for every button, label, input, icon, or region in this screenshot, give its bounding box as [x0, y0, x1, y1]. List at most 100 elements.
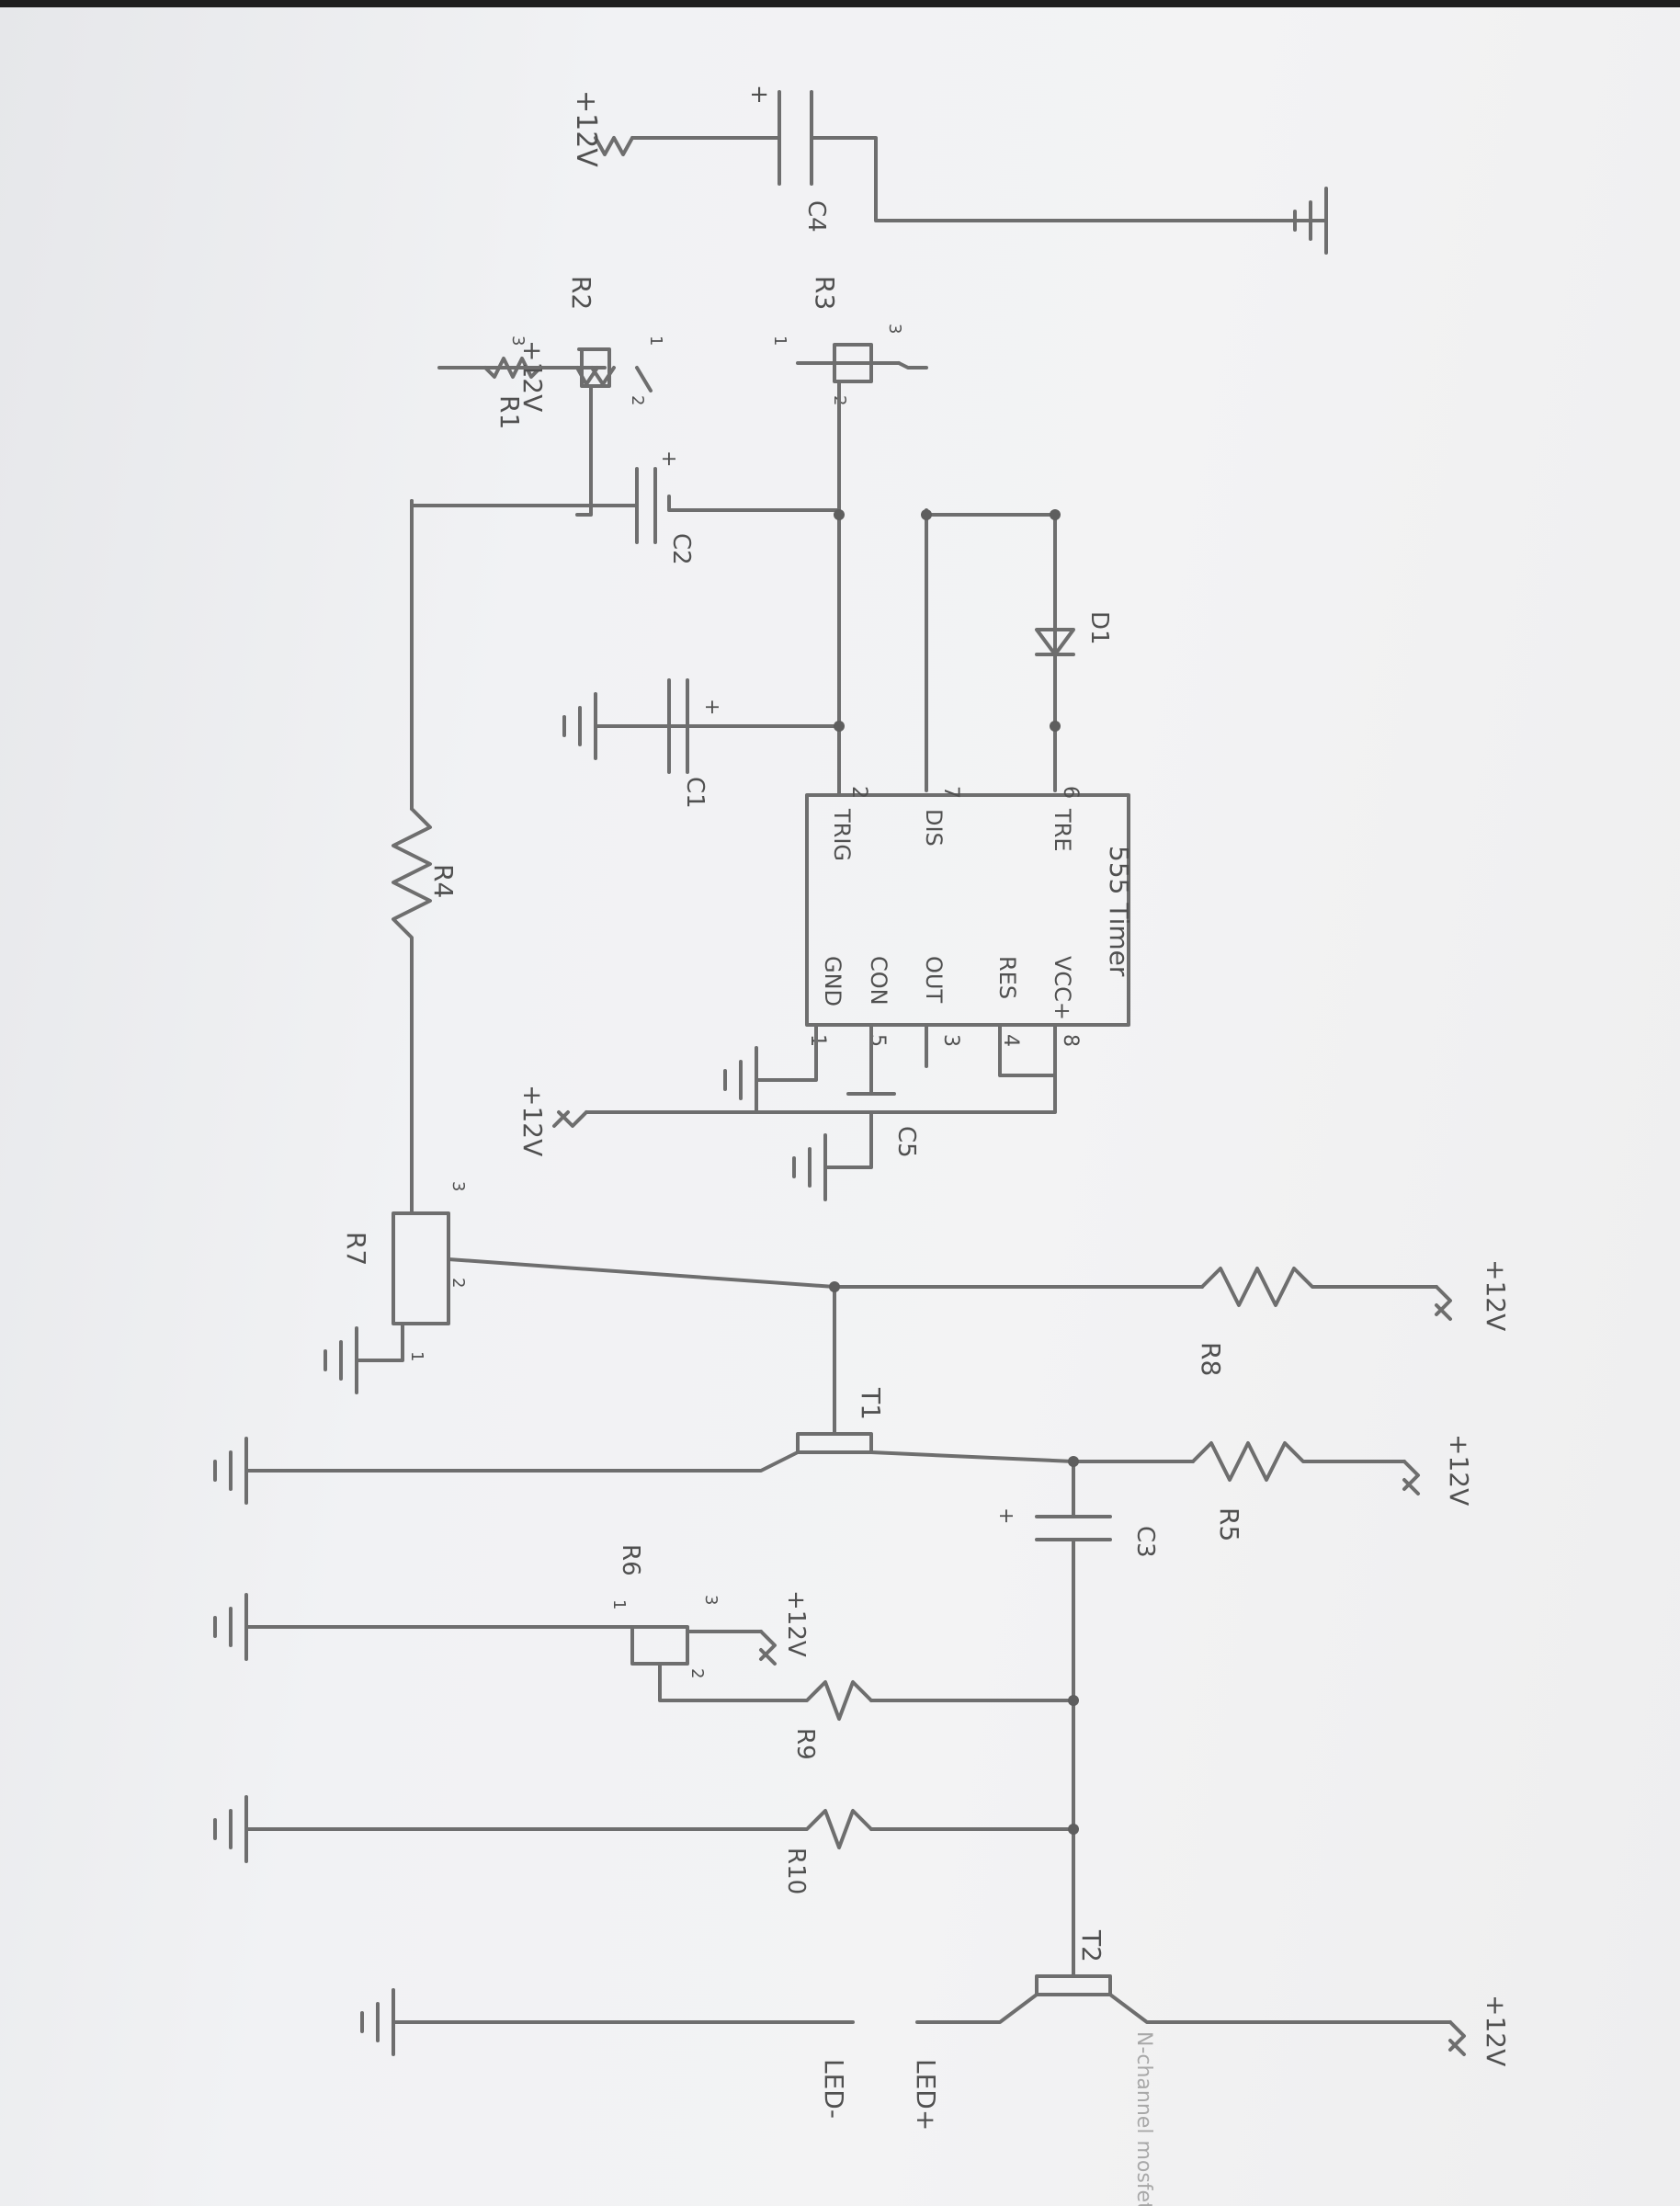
t1-label: T1 [856, 1387, 886, 1420]
ground-symbol-r7 [324, 1326, 358, 1394]
supply-arrow-t2 [1448, 2020, 1466, 2056]
v12-label-t2: +12V [1481, 1995, 1511, 2066]
t1-collector-wire [869, 1450, 1075, 1463]
r7-pin1: 1 [407, 1351, 426, 1361]
pin-gnd-label: GND [820, 956, 846, 1006]
ground-symbol-r6 [213, 1593, 248, 1661]
t2-label: T2 [1076, 1929, 1107, 1962]
r3-pin1: 1 [770, 335, 789, 346]
c4-label: C4 [802, 200, 830, 233]
r2-pin2: 2 [628, 395, 647, 405]
pin-vcc-label: VCC+ [1050, 956, 1075, 1020]
ground-symbol-c4 [1293, 187, 1328, 255]
c2-label: C2 [667, 533, 695, 565]
junction-dot [834, 509, 845, 520]
c4-plus: + [745, 85, 773, 105]
led-plus-label: LED+ [911, 2059, 941, 2131]
r10-label: R10 [782, 1848, 810, 1894]
v12-label-r1: +12V [517, 340, 548, 412]
r7-wire-gnd [355, 1322, 404, 1362]
r10-resistor [244, 1809, 873, 1849]
v12-label-r5: +12V [1444, 1434, 1474, 1506]
junction-dot [1068, 1695, 1079, 1706]
gnd-pin-wire [755, 1023, 818, 1082]
pin-8-number: 8 [1059, 1034, 1082, 1047]
junction-dot [834, 721, 845, 732]
ground-symbol-c1 [562, 692, 597, 760]
t2-drain-wire [1108, 1993, 1452, 2024]
junction-dot [1068, 1824, 1079, 1835]
pin-2-number: 2 [847, 786, 870, 799]
r9-resistor [658, 1662, 873, 1721]
r7-pin2: 2 [448, 1278, 468, 1288]
photo-top-edge [0, 0, 1680, 7]
c3-capacitor [1035, 1515, 1112, 1831]
r2-pin3: 3 [508, 335, 528, 346]
supply-arrow-c4 [594, 136, 634, 156]
r7-label: R7 [341, 1232, 371, 1266]
vcc-res-tie [998, 1023, 1057, 1077]
ic-555-body [805, 793, 1130, 1027]
vcc-wire [585, 1055, 1057, 1114]
supply-arrow-r6 [759, 1630, 777, 1666]
d1-label: D1 [1085, 611, 1113, 645]
r3-trimpot [796, 343, 901, 383]
pin-trig-label: TRIG [829, 808, 855, 861]
r3-pin3-wire [897, 361, 928, 370]
ground-symbol-t1 [213, 1437, 248, 1505]
c3-plus: + [994, 1507, 1017, 1524]
ic-555-title: 555 Timer [1104, 846, 1134, 977]
junction-dot [921, 509, 932, 520]
pin-5-number: 5 [866, 1034, 889, 1047]
v12-label-555: +12V [517, 1085, 548, 1156]
c5-capacitor [823, 1092, 896, 1169]
c2-wire [667, 495, 841, 512]
ground-symbol-555 [723, 1046, 758, 1114]
c1-label: C1 [681, 777, 709, 809]
r2-wiper-wire [575, 384, 593, 517]
supply-arrow-r8 [1435, 1285, 1452, 1321]
v12-label-r6: +12V [782, 1590, 810, 1657]
supply-arrow-r5 [1402, 1460, 1420, 1495]
r8-label: R8 [1196, 1342, 1226, 1376]
c2-plus: + [657, 450, 680, 467]
r2-trimpot [437, 347, 653, 392]
pin-res-label: RES [994, 956, 1020, 999]
r7-wiper-wire [447, 1257, 836, 1289]
t2-source-wire [915, 1993, 1039, 2024]
r6-pin3: 3 [701, 1595, 721, 1605]
v12-label-r8: +12V [1481, 1259, 1511, 1331]
c1-plus: + [700, 699, 723, 715]
t2-transistor [1035, 1974, 1112, 1996]
ground-symbol-c5 [792, 1133, 827, 1201]
pin-4-number: 4 [999, 1034, 1022, 1047]
ground-symbol-led [360, 1988, 395, 2056]
c4-wire-gnd [810, 136, 1328, 222]
pin-7-number: 7 [939, 786, 962, 799]
c1-capacitor [667, 678, 698, 774]
r6-pin2: 2 [687, 1668, 707, 1678]
r9-label: R9 [791, 1728, 819, 1760]
r6-trimpot-body [630, 1625, 689, 1666]
pin-dis-label: DIS [921, 809, 947, 847]
r5-label: R5 [1214, 1507, 1244, 1541]
c3-label: C3 [1131, 1526, 1159, 1558]
r4-resistor [392, 807, 432, 1215]
r5-resistor [1191, 1441, 1406, 1482]
t1-transistor [796, 1432, 873, 1454]
junction-dot [1068, 1456, 1079, 1467]
r2-label: R2 [566, 276, 596, 310]
pin-con-label: CON [866, 956, 891, 1006]
r2-pin1: 1 [646, 335, 665, 346]
r6-label: R6 [617, 1544, 644, 1576]
pin-out-label: OUT [921, 956, 947, 1003]
ground-symbol-r10 [213, 1795, 248, 1863]
r8-resistor [1200, 1267, 1438, 1307]
r6-pin1: 1 [609, 1599, 629, 1609]
pin-3-number: 3 [939, 1034, 962, 1047]
pin-tre-label: TRE [1050, 808, 1075, 852]
c5-label: C5 [892, 1126, 920, 1158]
junction-dot [1050, 509, 1061, 520]
led-minus-label: LED- [819, 2059, 849, 2119]
